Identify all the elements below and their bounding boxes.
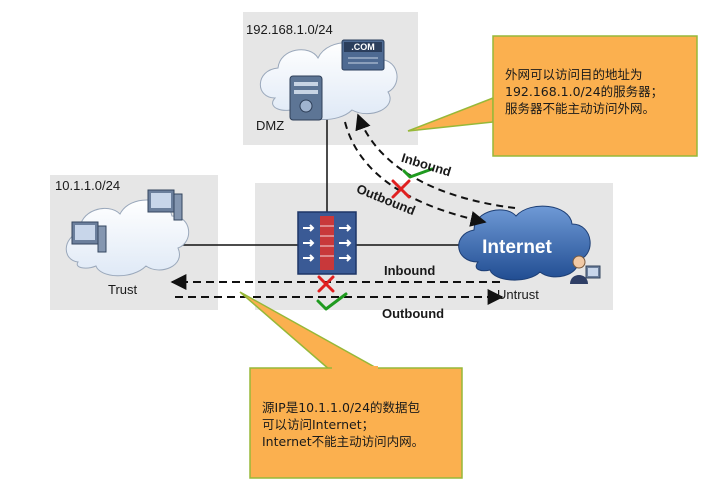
- trust-inbound-label: Inbound: [384, 263, 436, 278]
- dmz-inbound-arrow: [355, 113, 516, 209]
- trust-callout: [239, 291, 463, 479]
- cross-icon: [391, 179, 411, 199]
- server-tag-label: .COM: [351, 42, 375, 52]
- trust-subnet-label: 10.1.1.0/24: [55, 178, 121, 193]
- check-icon: [316, 292, 348, 311]
- trust-outbound-label: Outbound: [382, 306, 445, 321]
- dmz-callout-text: 外网可以访问目的地址为 192.168.1.0/24的服务器； 服务器不能主动访…: [505, 67, 664, 116]
- internet-cloud-label: Internet: [482, 237, 552, 258]
- dmz-callout: [407, 35, 698, 157]
- web-server-icon: [341, 39, 385, 71]
- dmz-server-icon: [289, 75, 323, 121]
- dmz-zone-label: DMZ: [256, 118, 285, 133]
- cross-icon: [317, 275, 335, 293]
- firewall-icon: [297, 211, 357, 275]
- trust-callout-text: 源IP是10.1.1.0/24的数据包 可以访问Internet； Intern…: [262, 400, 425, 449]
- user-icon: [570, 255, 601, 284]
- dmz-outbound-arrow: [344, 121, 487, 227]
- untrust-zone-label: Untrust: [497, 287, 539, 302]
- trust-zone-label: Trust: [108, 282, 138, 297]
- check-icon: [402, 167, 434, 179]
- internet-cloud-icon: [458, 205, 591, 281]
- trust-pc-icon: [71, 189, 183, 253]
- dmz-subnet-label: 192.168.1.0/24: [246, 22, 333, 37]
